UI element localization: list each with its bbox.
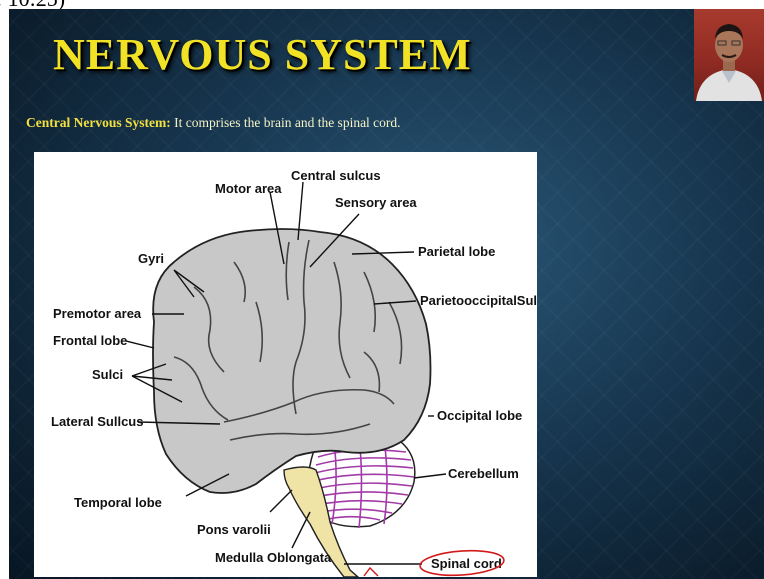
presenter-video-thumbnail — [694, 9, 764, 101]
label-pons-varolii: Pons varolii — [197, 522, 271, 537]
label-temporal-lobe: Temporal lobe — [74, 495, 162, 510]
slide: NERVOUS SYSTEM Central Nervous System: I… — [9, 9, 764, 579]
label-spinal-cord: Spinal cord — [431, 556, 502, 571]
spinal-cord-arrow — [364, 568, 378, 576]
label-occipital-lobe: Occipital lobe — [437, 408, 522, 423]
label-central-sulcus: Central sulcus — [291, 168, 381, 183]
slide-subtitle: Central Nervous System: It comprises the… — [26, 115, 401, 131]
label-frontal-lobe: Frontal lobe — [53, 333, 127, 348]
label-sensory-area: Sensory area — [335, 195, 417, 210]
subtitle-text: It comprises the brain and the spinal co… — [171, 115, 401, 130]
label-sulci: Sulci — [92, 367, 123, 382]
label-lateral-sulcus: Lateral Sullcus — [51, 414, 143, 429]
label-cerebellum: Cerebellum — [448, 466, 519, 481]
brain-diagram: Motor area Central sulcus Sensory area G… — [34, 152, 537, 577]
label-motor-area: Motor area — [215, 181, 282, 196]
slide-title: NERVOUS SYSTEM — [53, 29, 472, 80]
label-gyri: Gyri — [138, 251, 164, 266]
subtitle-label: Central Nervous System: — [26, 115, 171, 130]
presenter-icon — [694, 9, 764, 101]
label-medulla-oblongata: Medulla Oblongata — [215, 550, 332, 565]
label-premotor-area: Premotor area — [53, 306, 142, 321]
label-parietal-lobe: Parietal lobe — [418, 244, 495, 259]
label-parietooccipital-sulcus: ParietooccipitalSullcus — [420, 293, 537, 308]
